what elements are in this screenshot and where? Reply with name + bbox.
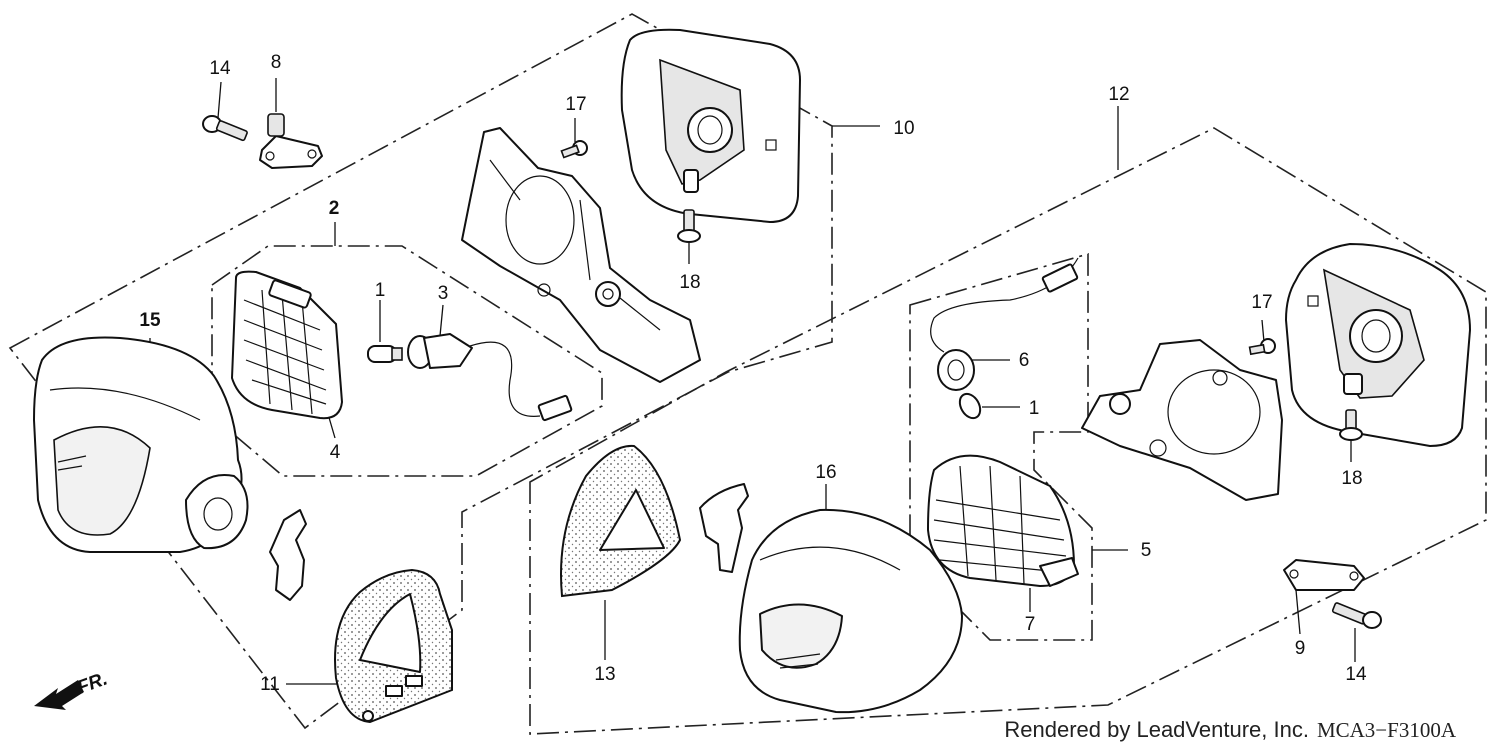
mirror-glass-10 xyxy=(620,28,801,223)
screw-18-left xyxy=(677,209,701,243)
callout-14-left: 14 xyxy=(209,58,231,79)
bulb-1-left xyxy=(367,345,403,363)
callout-10: 10 xyxy=(893,118,914,139)
callout-16: 16 xyxy=(815,462,836,483)
front-direction-marker: FR. xyxy=(34,668,110,710)
callout-1-left: 1 xyxy=(375,280,386,301)
screw-18-right xyxy=(1339,409,1363,441)
turn-signal-lens-4-left xyxy=(231,270,343,420)
callout-4: 4 xyxy=(330,442,341,463)
right-assembly-outline xyxy=(529,127,1487,735)
socket-harness-6-right xyxy=(930,257,1079,391)
bracket-8-left xyxy=(259,113,323,169)
callout-6: 6 xyxy=(1019,350,1030,371)
mirror-housing-15 xyxy=(33,336,249,553)
mirror-actuator-frame-left xyxy=(461,127,701,383)
screw-17-right xyxy=(1248,338,1276,356)
callout-17-left: 17 xyxy=(565,94,586,115)
screw-17-left xyxy=(560,140,588,159)
callout-11: 11 xyxy=(260,674,280,695)
bulb-1-right xyxy=(958,392,982,420)
callout-7: 7 xyxy=(1025,614,1036,635)
diagram-code: MCA3−F3100A xyxy=(1316,718,1456,742)
front-marker-label: FR. xyxy=(75,668,111,698)
screw-14-left xyxy=(202,115,248,142)
callout-5: 5 xyxy=(1141,540,1152,561)
callout-18-left: 18 xyxy=(679,272,700,293)
callout-17-right: 17 xyxy=(1251,292,1272,313)
callout-8: 8 xyxy=(271,52,282,73)
socket-harness-3-left xyxy=(407,333,573,422)
credit-text: Rendered by LeadVenture, Inc. xyxy=(1004,717,1309,742)
callout-9: 9 xyxy=(1295,638,1306,659)
render-credit: Rendered by LeadVenture, Inc. MCA3−F3100A xyxy=(1004,717,1456,743)
callout-18-right: 18 xyxy=(1341,468,1362,489)
mirror-cover-11 xyxy=(334,568,453,724)
mirror-housing-16 xyxy=(738,508,963,714)
mirror-glass-right xyxy=(1285,243,1471,447)
mirror-actuator-frame-right xyxy=(1081,339,1283,501)
callout-1-right: 1 xyxy=(1029,398,1040,419)
turn-signal-lens-7-right xyxy=(927,454,1079,587)
callout-labels: 14 8 17 10 2 18 1 3 15 4 11 12 17 6 1 18… xyxy=(139,52,1367,695)
callout-3: 3 xyxy=(438,283,449,304)
callout-15: 15 xyxy=(139,310,161,331)
mirror-clip-left xyxy=(269,509,307,601)
bracket-9-right xyxy=(1283,559,1365,591)
callout-12: 12 xyxy=(1108,84,1129,105)
screw-14-right xyxy=(1331,602,1382,629)
mirror-clip-right xyxy=(699,483,749,573)
callout-2: 2 xyxy=(329,198,340,219)
mirror-cover-13 xyxy=(560,444,682,598)
callout-13: 13 xyxy=(594,664,615,685)
callout-14-right: 14 xyxy=(1345,664,1367,685)
